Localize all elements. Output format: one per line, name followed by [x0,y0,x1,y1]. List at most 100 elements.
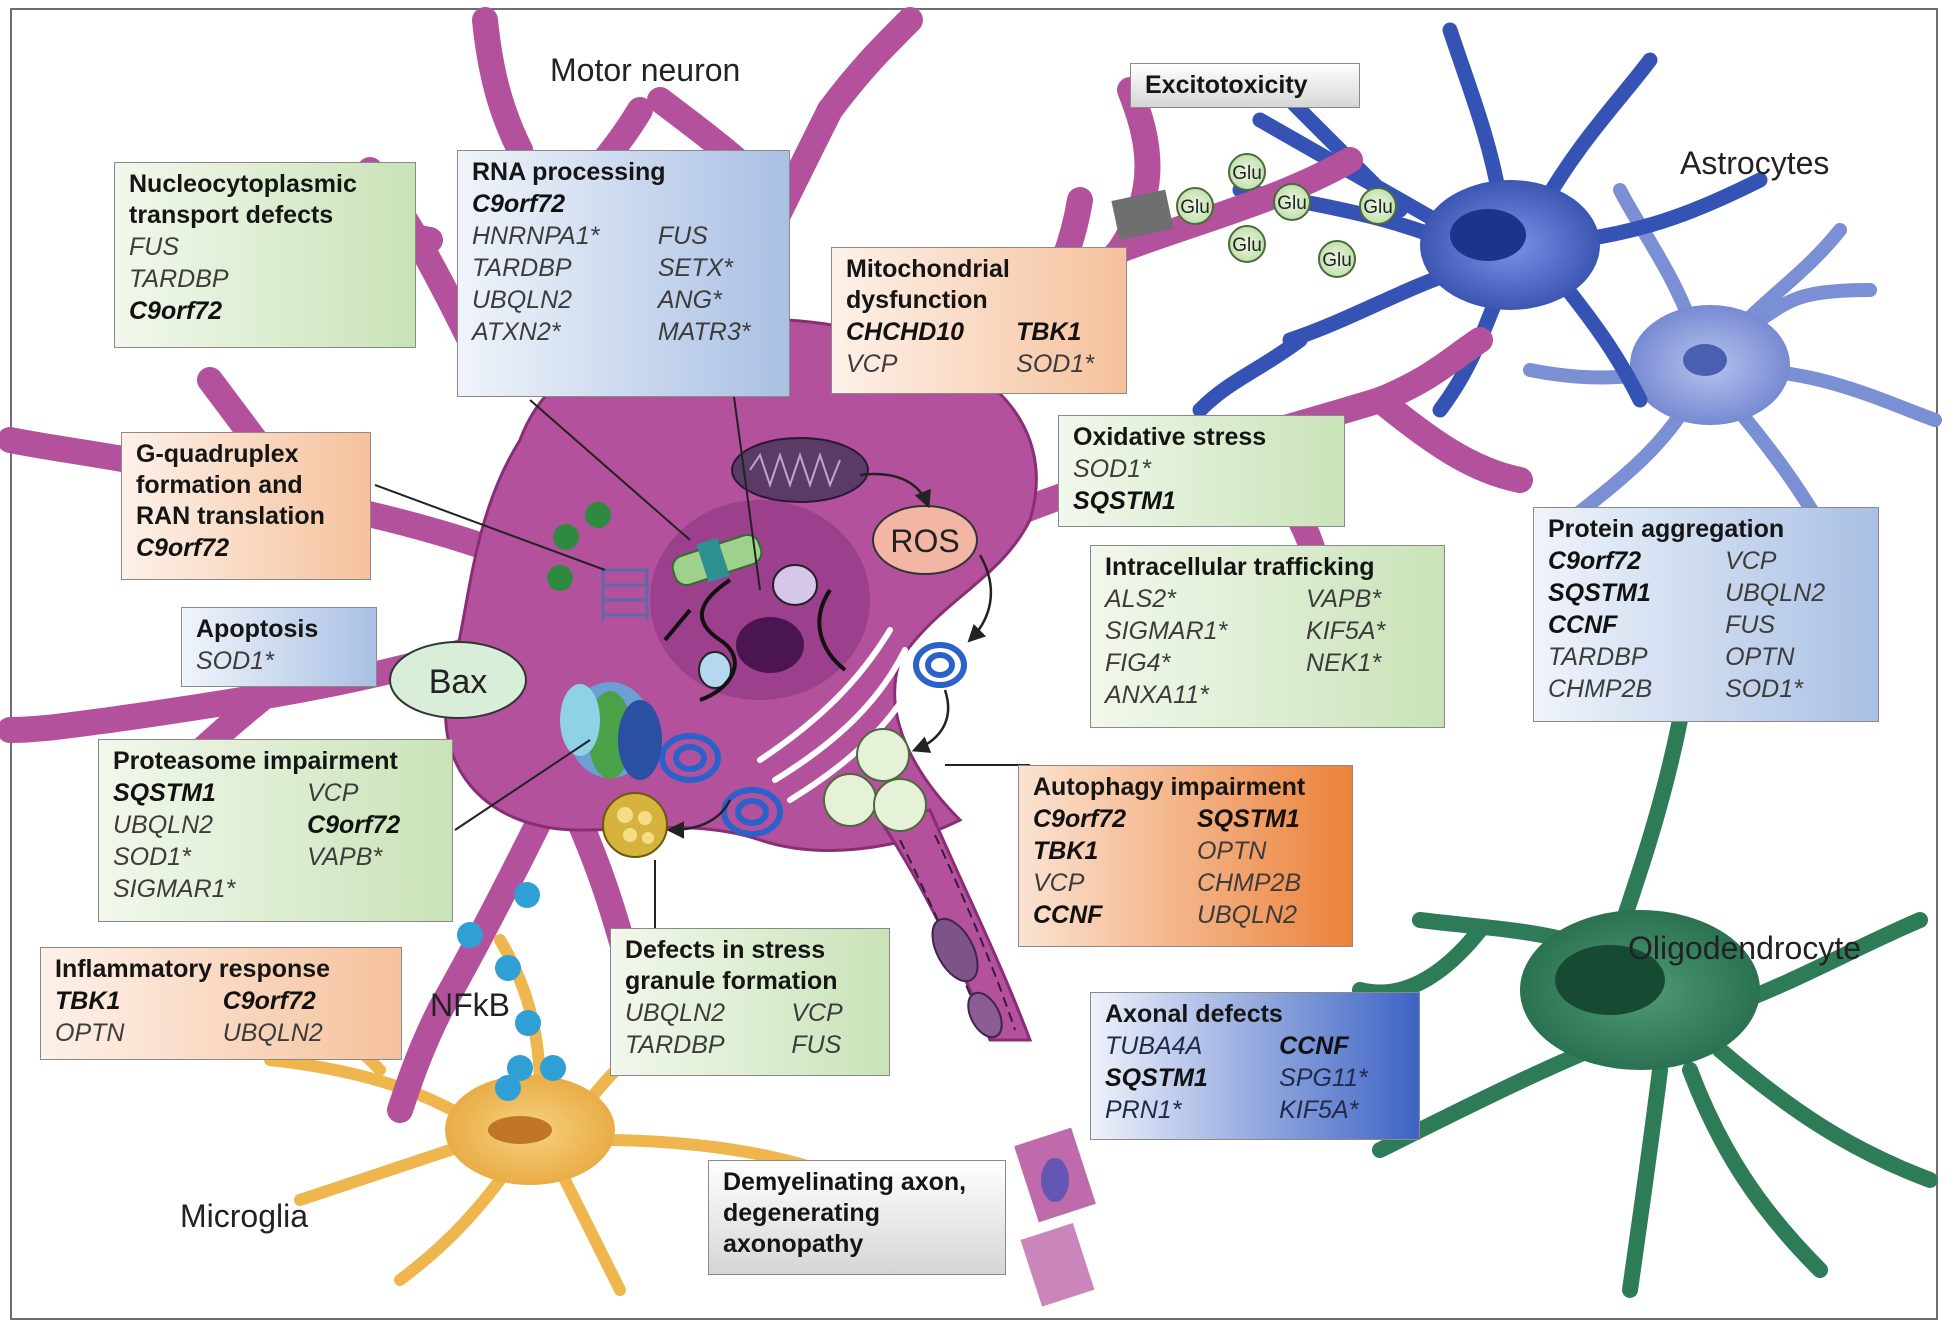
gene-sqstm1: SQSTM1 [113,779,216,807]
box-title: RNA processing [472,158,666,186]
gene-vcp: VCP [846,350,898,378]
box-title: Nucleocytoplasmic transport defects [129,170,357,229]
nucleolus [736,617,804,673]
gene-grid: SQSTM1 VCP UBQLN2 C9orf72 SOD1* VAPB* SI… [113,777,442,905]
gene-optn: OPTN [1196,837,1267,865]
gene-atxn2: ATXN2* [472,318,561,346]
gene-grid: TUBA4A CCNF SQSTM1 SPG11* PRN1* KIF5A* [1105,1030,1409,1126]
box-axonal-defects: Axonal defects TUBA4A CCNF SQSTM1 SPG11*… [1090,992,1420,1140]
gene-tardbp: TARDBP [1548,643,1648,671]
oligodendrocyte-nucleus [1555,945,1665,1015]
gene-prn1: PRN1* [1105,1096,1182,1124]
gene-sqstm1: SQSTM1 [1105,1064,1208,1092]
gene-kif5a: KIF5A* [1306,617,1386,645]
axon-mitochondrion-icon [931,917,979,983]
gene-nek1: NEK1* [1306,649,1382,677]
box-rna-processing: RNA processing C9orf72 HNRNPA1* FUS TARD… [457,150,790,397]
gene-sigmar1: SIGMAR1* [113,875,236,903]
gene-tardbp: TARDBP [129,265,229,293]
box-stress-granule-defects: Defects in stress granule formation UBQL… [610,928,890,1076]
box-title: Axonal defects [1105,1000,1283,1028]
box-inflammatory-response: Inflammatory response TBK1 C9orf72 OPTN … [40,947,402,1060]
glu-bubble [1228,153,1266,191]
gene-chmp2b: CHMP2B [1196,869,1302,897]
gene-sqstm1: SQSTM1 [1548,579,1651,607]
gene-ubqln2: UBQLN2 [625,999,726,1027]
glu-bubble [1176,187,1214,225]
box-mitochondrial-dysfunction: Mitochondrial dysfunction CHCHD10 TBK1 V… [831,247,1127,394]
glutamate-channel-icon [1111,189,1174,241]
gene-ccnf: CCNF [1279,1032,1349,1060]
glu-label: Glu [1232,235,1262,256]
axon-mitochondrion-icon [967,991,1003,1039]
green-dots [547,502,611,591]
gene-ubqln2: UBQLN2 [222,1019,323,1047]
nfkb-dots [457,882,566,1101]
nuclear-vesicle-icon [698,651,732,689]
autophagosome-icon [823,728,927,832]
gene-hnrnpa1: HNRNPA1* [472,222,600,250]
gene-sod1: SOD1* [113,843,191,871]
glutamate-molecules: Glu Glu Glu Glu Glu Glu [1176,153,1397,278]
box-proteasome-impairment: Proteasome impairment SQSTM1 VCP UBQLN2 … [98,739,453,922]
gene-sod1: SOD1* [196,647,274,675]
glu-bubble [1228,225,1266,263]
box-title: Defects in stress granule formation [625,936,838,995]
gene-kif5a: KIF5A* [1279,1096,1359,1124]
gene-vapb: VAPB* [1306,585,1382,613]
gene-c9orf72: C9orf72 [472,190,566,218]
rna-processing-complex-icon [671,533,763,587]
gene-ccnf: CCNF [1548,611,1618,639]
gene-c9orf72: C9orf72 [307,811,401,839]
gene-ubqln2: UBQLN2 [1725,579,1826,607]
nfkb-label: NFkB [430,987,510,1023]
gene-grid: HNRNPA1* FUS TARDBP SETX* UBQLN2 ANG* AT… [472,220,779,348]
oligodendrocyte-label: Oligodendrocyte [1628,930,1862,966]
glu-label: Glu [1363,197,1393,218]
gene-fus: FUS [791,1031,842,1059]
gene-grid: CHCHD10 TBK1 VCP SOD1* [846,316,1116,380]
microglia-label: Microglia [180,1198,309,1234]
astrocytes-label: Astrocytes [1680,145,1830,181]
gene-matr3: MATR3* [657,318,751,346]
box-title: Excitotoxicity [1145,71,1308,99]
gene-grid: ALS2* VAPB* SIGMAR1* KIF5A* FIG4* NEK1* … [1105,583,1434,711]
astrocyte-dark-nucleus [1450,209,1526,261]
mitochondrion-icon [731,437,869,503]
gene-sod1: SOD1* [1073,455,1151,483]
gene-grid: TBK1 C9orf72 OPTN UBQLN2 [55,985,391,1049]
gene-tbk1: TBK1 [1016,318,1082,346]
gene-ang: ANG* [657,286,722,314]
bax-bubble [389,641,527,719]
box-title: Intracellular trafficking [1105,553,1375,581]
box-title: Oxidative stress [1073,423,1267,451]
gene-tardbp: TARDBP [472,254,572,282]
gene-als2: ALS2* [1105,585,1176,613]
box-demyelinating-axon: Demyelinating axon, degenerating axonopa… [708,1160,1006,1275]
ros-label: ROS [890,523,959,559]
gene-chchd10: CHCHD10 [846,318,965,346]
bax-label: Bax [429,663,488,701]
box-g-quadruplex: G-quadruplex formation and RAN translati… [121,432,371,580]
gene-tbk1: TBK1 [55,987,121,1015]
box-excitotoxicity: Excitotoxicity [1130,63,1360,108]
glu-label: Glu [1180,197,1210,218]
gene-chmp2b: CHMP2B [1548,675,1653,703]
gene-fig4: FIG4* [1105,649,1171,677]
gene-optn: OPTN [55,1019,125,1047]
box-title: G-quadruplex formation and RAN translati… [136,440,325,530]
gene-sod1: SOD1* [1725,675,1803,703]
gene-setx: SETX* [657,254,733,282]
rna-strand-icon [663,608,692,642]
gene-vcp: VCP [791,999,843,1027]
glu-label: Glu [1232,163,1262,184]
rna-strand-icon [699,578,737,702]
box-title: Autophagy impairment [1033,773,1306,801]
nuclear-vesicle-icon [772,564,818,606]
arrow-to-stress-granule [666,799,732,839]
box-apoptosis: Apoptosis SOD1* [181,607,377,687]
box-intracellular-trafficking: Intracellular trafficking ALS2* VAPB* SI… [1090,545,1445,728]
endosome-spiral-icon [659,642,967,837]
gene-c9orf72: C9orf72 [129,297,223,325]
gene-c9orf72: C9orf72 [222,987,316,1015]
